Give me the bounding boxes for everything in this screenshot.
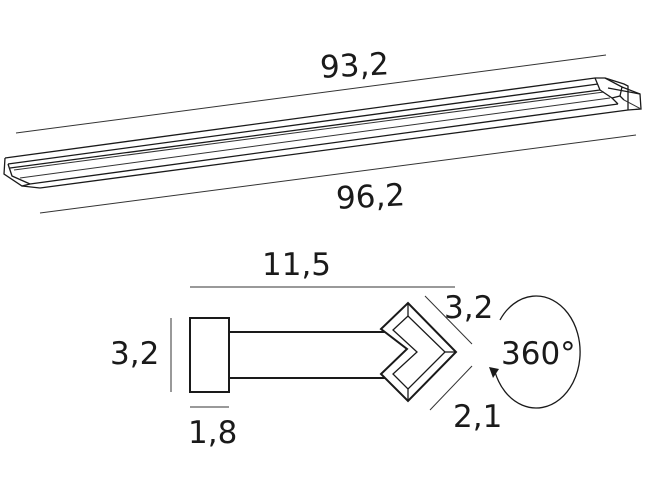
dimension-line-bottom <box>39 134 637 214</box>
label-bottom-length: 96,2 <box>335 177 406 217</box>
label-arm-length: 11,5 <box>262 247 331 283</box>
wall-base <box>189 317 230 393</box>
label-base-width: 1,8 <box>188 415 237 451</box>
dimension-line-top <box>15 54 607 134</box>
dimension-line-head-bottom <box>429 365 473 411</box>
label-top-length: 93,2 <box>319 46 390 86</box>
label-base-height: 3,2 <box>110 336 159 372</box>
lamp-body <box>3 77 642 189</box>
lamp-head <box>379 301 458 403</box>
rotation-arrow-icon <box>489 295 581 409</box>
label-head-height: 3,2 <box>444 290 493 326</box>
lamp-profile-view: 93,2 96,2 <box>3 46 642 217</box>
label-rotation: 360° <box>501 336 576 372</box>
label-head-width: 2,1 <box>453 399 502 435</box>
side-profile-view: 11,5 3,2 1,8 3,2 2,1 360° <box>110 247 581 451</box>
dimension-line-head-top <box>424 295 473 345</box>
